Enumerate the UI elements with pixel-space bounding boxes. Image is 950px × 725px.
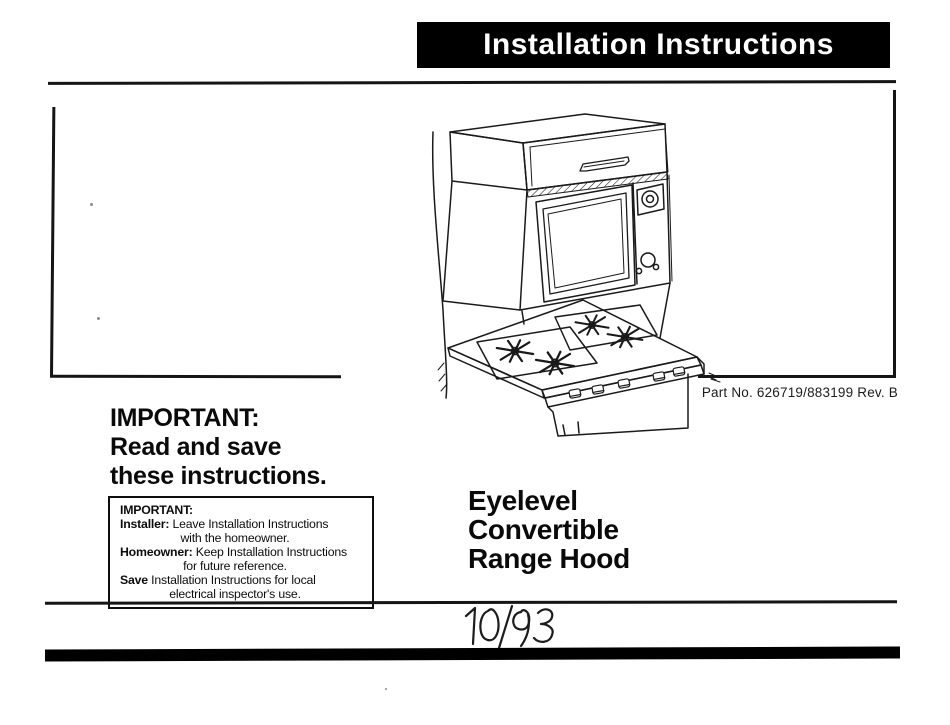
notice-line: Installer: Leave Installation Instructio… — [120, 517, 329, 531]
control-dial — [641, 190, 659, 208]
burner-grate — [573, 311, 611, 339]
burner-well-front — [476, 326, 598, 380]
range-knob — [568, 387, 582, 400]
important-notice-box: IMPORTANT: Installer: Leave Installation… — [108, 496, 374, 609]
frame-bottom-left-rule — [49, 374, 342, 379]
notice-line-bold: Save — [120, 573, 148, 587]
range-knob — [591, 383, 605, 396]
headline-line: IMPORTANT: — [110, 404, 260, 432]
range-knob — [652, 370, 666, 383]
left-border-line — [50, 107, 56, 378]
burner-well-rear — [554, 304, 658, 351]
wall-edge-line — [431, 131, 448, 399]
notice-line-bold: Installer: — [120, 517, 170, 531]
oven-section — [442, 171, 673, 339]
handwritten-date — [464, 604, 554, 650]
range-hood-illustration — [431, 113, 721, 437]
scan-speck — [385, 688, 387, 690]
notice-title: IMPORTANT: — [120, 503, 193, 517]
frame-bottom-right-rule — [698, 375, 896, 378]
gas-cooktop — [447, 299, 721, 437]
scan-speck — [97, 317, 100, 320]
burner-grate — [494, 336, 536, 366]
hood-canopy — [449, 113, 669, 198]
headline-important: IMPORTANT: Read and save these instructi… — [110, 404, 327, 491]
product-title-line: Eyelevel — [468, 485, 578, 516]
notice-line-bold: Homeowner: — [120, 545, 193, 559]
range-knob — [672, 365, 686, 378]
oven-window — [535, 184, 636, 303]
control-panel — [635, 183, 665, 275]
notice-line: with the homeowner. — [180, 531, 290, 545]
installation-banner: Installation Instructions — [417, 22, 890, 68]
top-rule — [47, 80, 897, 85]
notice-line: Save Installation Instructions for local — [120, 573, 316, 587]
headline-line: Read and save — [110, 433, 282, 461]
notice-line: for future reference. — [183, 559, 287, 573]
right-border-line — [893, 90, 896, 378]
product-title: Eyelevel Convertible Range Hood — [468, 486, 630, 573]
notice-line: Homeowner: Keep Installation Instruction… — [120, 545, 347, 559]
banner-title: Installation Instructions — [483, 28, 834, 61]
range-knob — [617, 377, 631, 390]
hood-vent-band — [526, 171, 669, 198]
burner-grate — [534, 347, 576, 379]
product-title-line: Convertible — [468, 514, 619, 545]
bottom-thick-bar — [44, 646, 901, 662]
hood-drawer-handle — [579, 156, 630, 172]
scan-speck — [90, 203, 93, 206]
headline-line: these instructions. — [110, 462, 327, 490]
part-number: Part No. 626719/883199 Rev. B — [701, 385, 898, 400]
notice-line: electrical inspector's use. — [169, 587, 301, 601]
product-title-line: Range Hood — [468, 543, 630, 574]
